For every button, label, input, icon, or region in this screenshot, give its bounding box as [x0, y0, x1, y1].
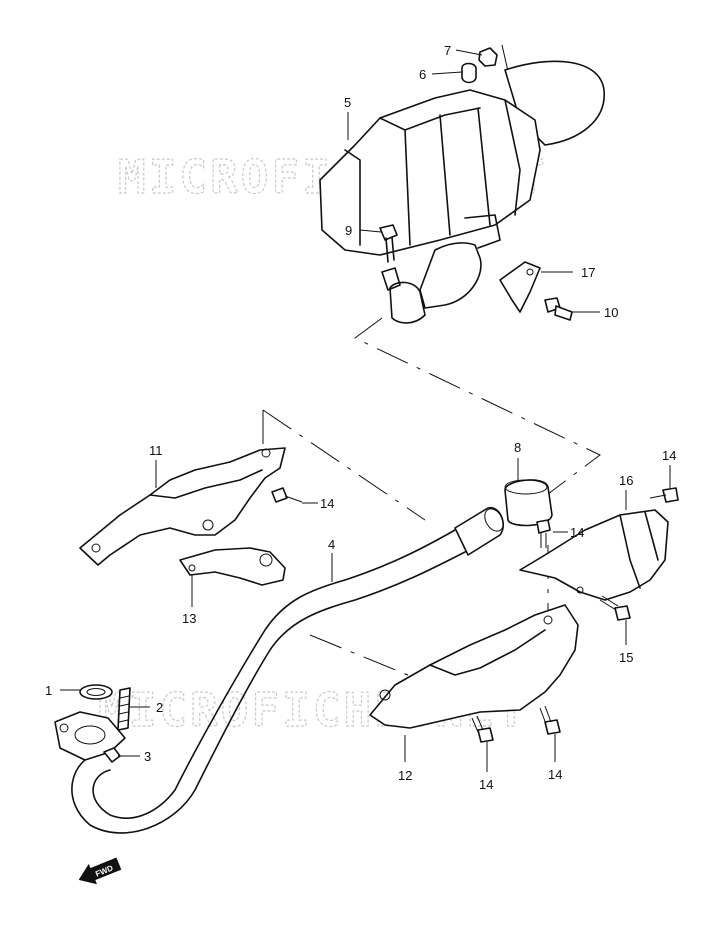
callout-14-b: 14	[570, 525, 584, 540]
nut-7	[478, 47, 498, 67]
heat-shield-11	[79, 447, 286, 566]
callout-7: 7	[444, 43, 451, 58]
callout-3: 3	[144, 749, 151, 764]
callout-11: 11	[149, 443, 163, 458]
bolt-14-e	[539, 705, 561, 735]
bolt-14-c	[649, 487, 679, 503]
heat-shield-12	[369, 604, 579, 729]
callout-5: 5	[344, 95, 351, 110]
bracket-13	[179, 547, 286, 586]
grommet-6	[461, 62, 477, 84]
callout-1: 1	[45, 683, 52, 698]
callout-14-a: 14	[320, 496, 334, 511]
heat-shield-16	[519, 509, 669, 601]
callout-14-c: 14	[662, 448, 676, 463]
exhaust-pipe-4	[71, 507, 504, 834]
bolt-14-b	[536, 519, 551, 548]
callouts: 7 6 5 9 17 10 8 11 14 14 16 14 4 13 1 2 …	[45, 43, 676, 792]
stud-2	[117, 687, 131, 731]
flange	[54, 711, 126, 761]
callout-12: 12	[398, 768, 412, 783]
fwd-arrow-icon: FWD	[78, 857, 122, 885]
callout-14-e: 14	[548, 767, 562, 782]
callout-16: 16	[619, 473, 633, 488]
callout-8: 8	[514, 440, 521, 455]
bolt-10	[544, 297, 573, 321]
bolt-14-a	[271, 487, 303, 503]
leader-lines	[60, 49, 671, 772]
callout-9: 9	[345, 223, 352, 238]
callout-15: 15	[619, 650, 633, 665]
callout-4: 4	[328, 537, 335, 552]
bolt-9	[379, 224, 398, 263]
gasket-1	[79, 684, 113, 700]
callout-6: 6	[419, 67, 426, 82]
callout-14-d: 14	[479, 777, 493, 792]
sleeve-8	[504, 479, 553, 527]
callout-17: 17	[581, 265, 595, 280]
callout-13: 13	[182, 611, 196, 626]
callout-10: 10	[604, 305, 618, 320]
muffler	[319, 60, 605, 324]
bracket-17	[499, 261, 541, 313]
bolt-15	[599, 595, 631, 621]
bolt-14-d	[471, 715, 494, 743]
callout-2: 2	[156, 700, 163, 715]
